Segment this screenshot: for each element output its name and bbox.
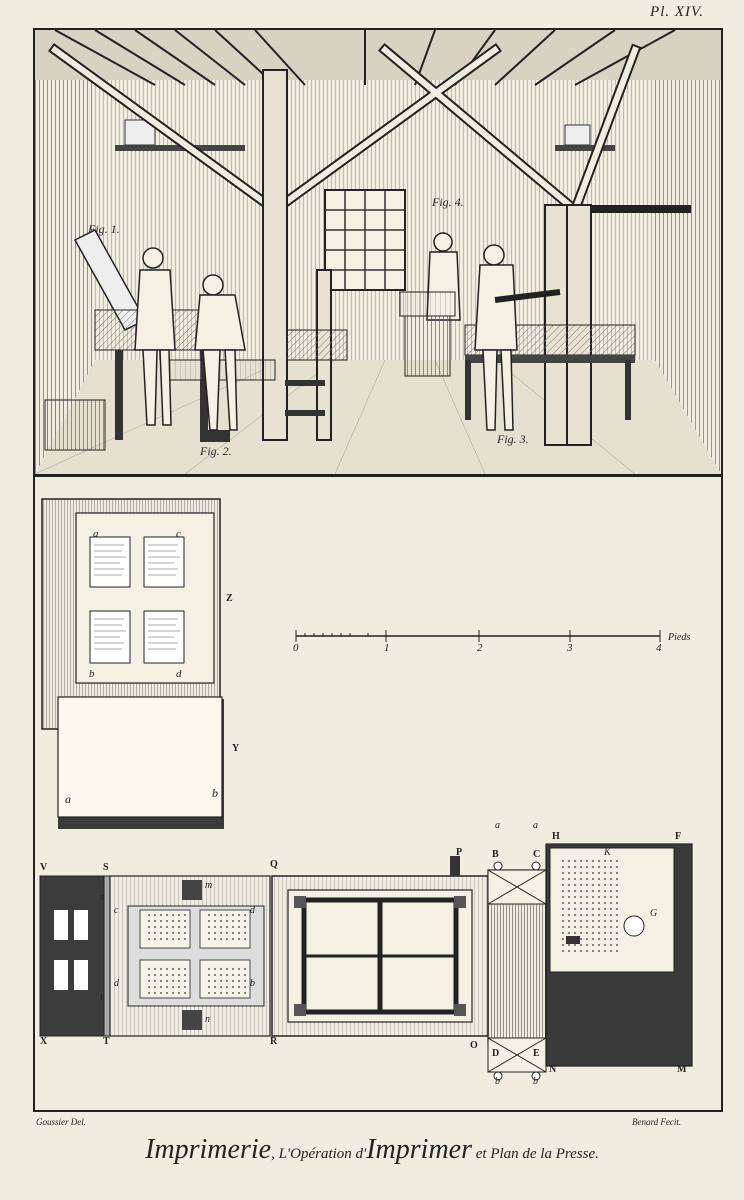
plan-label-c: c bbox=[114, 905, 119, 916]
window bbox=[324, 189, 406, 291]
plan-label-K: K bbox=[604, 847, 611, 858]
plan-label-d: d bbox=[250, 905, 255, 916]
plan-label-G: G bbox=[650, 908, 658, 919]
figure-label-4: Fig. 4. bbox=[432, 195, 464, 209]
title-part-4: et Plan de la Presse. bbox=[472, 1146, 599, 1162]
scale-unit: Pieds bbox=[668, 632, 691, 643]
title-part-1: Imprimerie bbox=[145, 1134, 272, 1165]
figure-label-3: Fig. 3. bbox=[497, 432, 529, 446]
plan-label-E: E bbox=[533, 1048, 540, 1059]
forme-label-d: d bbox=[176, 668, 182, 680]
sheet-label-a: a bbox=[65, 792, 71, 806]
plan-label-n: n bbox=[205, 1014, 210, 1025]
figure-label-1: Fig. 1. bbox=[88, 222, 120, 236]
press-plan bbox=[39, 843, 693, 1081]
credit-engraver: Benard Fecit. bbox=[632, 1117, 682, 1127]
plate-title: Imprimerie, L'Opération d'Imprimer et Pl… bbox=[0, 1134, 744, 1166]
plan-label-t: t bbox=[100, 992, 103, 1003]
scale-bar bbox=[295, 630, 661, 642]
plan-label-F: F bbox=[675, 831, 682, 842]
press-right bbox=[464, 204, 691, 446]
plan-label-T: T bbox=[103, 1036, 110, 1047]
forme-diagram bbox=[41, 498, 224, 829]
plan-label-Q: Q bbox=[270, 859, 278, 870]
scale-tick-3: 3 bbox=[567, 642, 573, 654]
plan-label-H: H bbox=[552, 831, 560, 842]
section-divider bbox=[35, 474, 721, 477]
sheet-label-b: b bbox=[212, 786, 218, 800]
figure-label-2: Fig. 2. bbox=[200, 444, 232, 458]
plan-label-B: B bbox=[492, 849, 499, 860]
plan-label-b: b bbox=[250, 978, 255, 989]
plan-label-b2: b bbox=[533, 1076, 538, 1087]
title-part-2: , L'Opération d' bbox=[271, 1146, 367, 1162]
plate-number: Pl. XIV. bbox=[650, 4, 704, 20]
forme-label-b: b bbox=[89, 668, 95, 680]
printing-workshop-engraving bbox=[35, 30, 721, 474]
plan-label-s: s bbox=[100, 892, 104, 903]
scale-tick-2: 2 bbox=[477, 642, 483, 654]
forme-label-a: a bbox=[93, 528, 99, 540]
plan-label-M: M bbox=[677, 1064, 687, 1075]
plan-label-S: S bbox=[103, 862, 109, 873]
scale-tick-4: 4 bbox=[656, 642, 662, 654]
plate-frame bbox=[33, 28, 723, 1112]
marble-label-Z: Z bbox=[226, 593, 233, 604]
forme-label-c: c bbox=[176, 528, 181, 540]
plan-label-V: V bbox=[40, 862, 48, 873]
plan-label-R: R bbox=[270, 1036, 278, 1047]
scale-tick-1: 1 bbox=[384, 642, 390, 654]
plan-label-P: P bbox=[456, 847, 463, 858]
plan-label-d2: d bbox=[114, 978, 119, 989]
scale-tick-0: 0 bbox=[293, 642, 299, 654]
plan-label-C: C bbox=[533, 849, 541, 860]
plan-label-b1: b bbox=[495, 1076, 500, 1087]
plan-label-a1: a bbox=[495, 820, 500, 831]
credit-draughtsman: Goussier Del. bbox=[36, 1117, 86, 1127]
sheet-label-Y: Y bbox=[232, 743, 240, 754]
plan-label-O: O bbox=[470, 1040, 478, 1051]
plan-label-m: m bbox=[205, 880, 213, 891]
plan-label-N: N bbox=[549, 1064, 557, 1075]
plan-label-X: X bbox=[40, 1036, 48, 1047]
plan-label-a2: a bbox=[533, 820, 538, 831]
title-part-3: Imprimer bbox=[366, 1134, 472, 1165]
plan-label-D: D bbox=[492, 1048, 500, 1059]
